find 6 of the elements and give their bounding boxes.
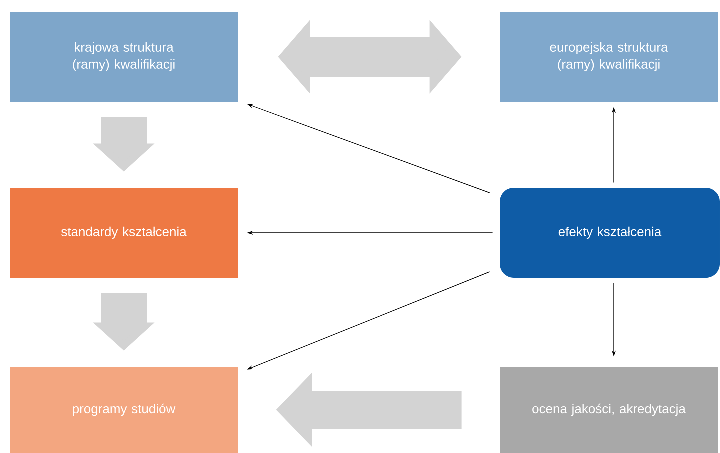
process-box: programy studiów	[10, 367, 238, 453]
process-box: standardy kształcenia	[10, 188, 238, 278]
process-box: krajowa struktura (ramy) kwalifikacji	[10, 12, 238, 102]
rounded-box: efekty kształcenia	[500, 188, 720, 278]
process-box: ocena jakości, akredytacja	[500, 367, 718, 453]
process-box: europejska struktura (ramy) kwalifikacji	[500, 12, 718, 102]
